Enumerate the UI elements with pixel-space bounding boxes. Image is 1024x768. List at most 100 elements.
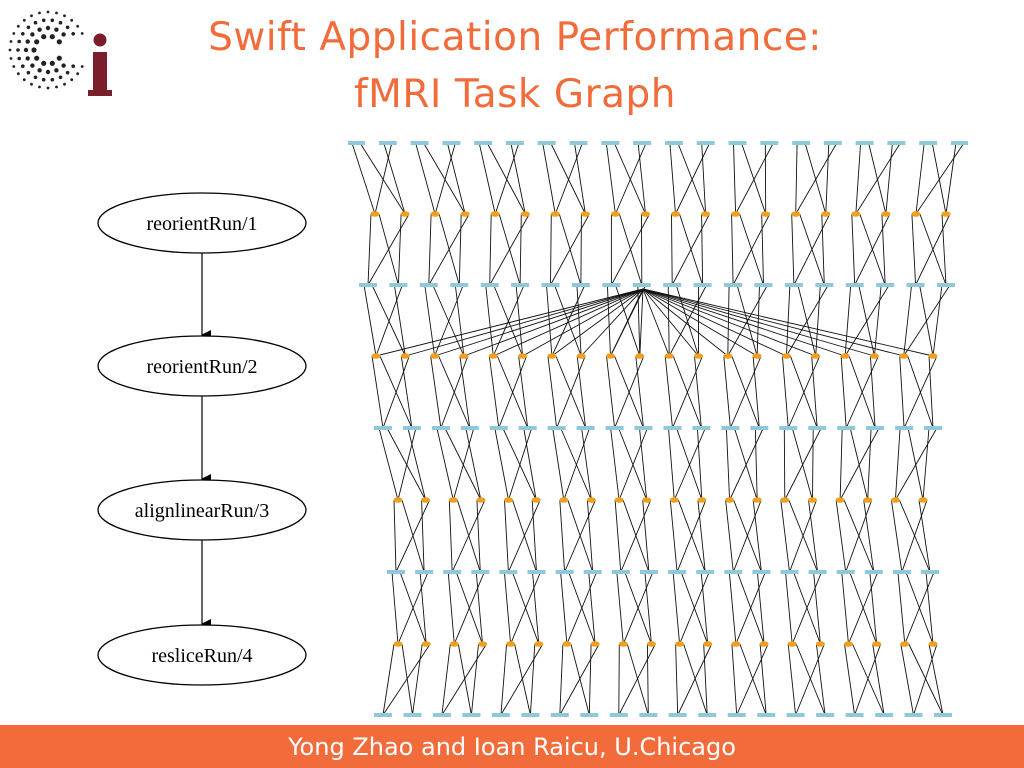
task-node: [921, 570, 939, 574]
flow-node: reorientRun/2: [97, 335, 307, 397]
task-edge: [500, 643, 544, 716]
task-edge: [900, 643, 914, 716]
task-edge: [756, 284, 760, 357]
task-node: [752, 353, 762, 359]
task-edge: [614, 355, 645, 429]
task-node: [550, 211, 560, 217]
task-edge: [614, 499, 622, 573]
task-edge: [367, 213, 410, 286]
task-edge: [815, 643, 826, 716]
task-edge: [470, 643, 479, 716]
task-node: [759, 641, 769, 647]
task-edge: [897, 571, 906, 645]
task-edge: [546, 284, 553, 357]
task-edge: [903, 284, 951, 357]
task-node: [855, 141, 874, 145]
task-node: [750, 426, 769, 430]
task-edge: [581, 427, 592, 501]
task-node: [642, 497, 652, 503]
task-node: [895, 426, 914, 430]
task-edge: [440, 355, 469, 429]
task-node: [459, 353, 469, 359]
task-node: [431, 426, 450, 430]
task-node: [816, 713, 835, 717]
task-edge: [588, 643, 592, 716]
task-edge: [451, 499, 486, 573]
task-edge: [919, 284, 934, 357]
task-node: [703, 641, 713, 647]
task-edge: [566, 571, 598, 645]
task-edge: [731, 213, 734, 286]
task-node: [359, 283, 377, 287]
task-edge: [844, 284, 852, 357]
task-node: [371, 353, 381, 359]
task-node: [576, 426, 595, 430]
task-edge: [908, 643, 944, 716]
task-edge: [531, 499, 537, 573]
task-node: [521, 713, 540, 717]
task-edge: [793, 213, 831, 286]
task-edge: [873, 284, 882, 357]
task-node: [403, 713, 422, 717]
task-node: [872, 641, 882, 647]
task-edge: [785, 571, 793, 645]
task-edge: [560, 571, 568, 645]
task-edge: [441, 643, 487, 716]
task-edge: [494, 142, 520, 215]
task-node: [488, 353, 498, 359]
task-node: [471, 570, 490, 574]
task-edge: [739, 643, 767, 716]
task-node: [442, 141, 461, 145]
task-node: [609, 713, 628, 717]
task-node: [887, 141, 906, 145]
task-node: [881, 211, 891, 217]
task-edge: [397, 213, 402, 286]
task-edge: [458, 213, 462, 286]
task-edge-fanout: [642, 288, 816, 357]
task-node: [571, 283, 590, 287]
task-node: [845, 713, 864, 717]
task-edge: [432, 284, 465, 357]
task-edge: [835, 499, 847, 573]
task-node: [731, 211, 741, 217]
task-edge: [729, 355, 762, 429]
task-node: [576, 353, 586, 359]
task-edge: [839, 427, 880, 501]
task-edge-fanout: [405, 288, 644, 357]
task-edge: [669, 142, 676, 215]
task-edge: [610, 427, 620, 501]
task-edge: [382, 643, 395, 716]
task-node: [693, 283, 712, 287]
task-edge: [618, 643, 620, 716]
task-edge: [855, 142, 901, 215]
task-edge: [616, 571, 624, 645]
task-edge: [457, 643, 472, 716]
task-edge: [423, 142, 466, 215]
task-edge: [915, 142, 925, 215]
task-edge: [903, 284, 913, 357]
task-edge: [559, 643, 564, 716]
task-node: [836, 570, 855, 574]
task-edge: [351, 142, 376, 215]
task-edge: [613, 142, 646, 215]
task-edge: [550, 213, 590, 286]
task-edge: [675, 284, 699, 357]
task-edge: [644, 571, 652, 645]
task-edge-fanout: [642, 288, 846, 357]
task-node: [547, 426, 566, 430]
task-edge: [397, 571, 429, 645]
task-node: [432, 713, 451, 717]
task-edge: [723, 355, 731, 429]
task-edge-fanout: [639, 288, 644, 357]
task-edge: [725, 499, 734, 573]
task-node: [511, 283, 530, 287]
task-node: [419, 283, 438, 287]
task-edge: [383, 142, 406, 215]
task-node: [928, 641, 938, 647]
task-node: [808, 570, 827, 574]
flow-node-label: reorientRun/1: [146, 213, 257, 235]
task-edge: [363, 284, 377, 357]
task-node: [760, 141, 779, 145]
task-edge: [787, 643, 797, 716]
task-node: [844, 641, 853, 647]
